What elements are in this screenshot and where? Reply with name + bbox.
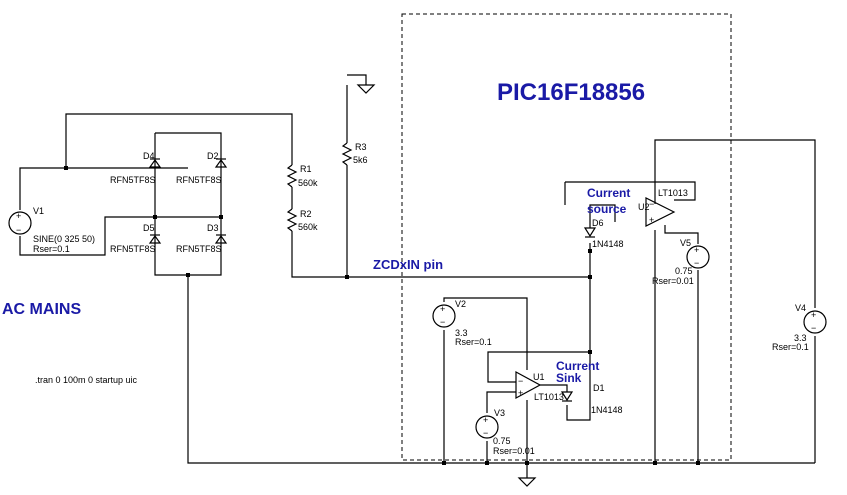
net-label-zcd: ZCDxIN pin [373, 257, 443, 272]
opamp-u1: − + [515, 370, 542, 400]
d4-name: D4 [143, 151, 155, 161]
d5-name: D5 [143, 223, 155, 233]
resistor-r3 [341, 142, 353, 166]
source-v3: + − [475, 415, 499, 439]
r2-name: R2 [300, 209, 312, 219]
d6-value: 1N4148 [592, 239, 624, 249]
v4-name: V4 [795, 303, 806, 313]
diode-d1 [560, 391, 574, 402]
v3-value: 0.75 [493, 436, 511, 446]
d3-name: D3 [207, 223, 219, 233]
d4-value: RFN5TF8S [110, 175, 156, 185]
opamp-u2: − + [645, 197, 676, 227]
r1-name: R1 [300, 164, 312, 174]
diode-d4 [148, 158, 162, 168]
d2-name: D2 [207, 151, 219, 161]
mains-label: AC MAINS [2, 301, 81, 318]
source-v5: + − [686, 245, 710, 269]
r1-value: 560k [298, 178, 318, 188]
v4-rser: Rser=0.1 [772, 342, 809, 352]
v4-value: 3.3 [794, 333, 807, 343]
ground-symbol-bottom [517, 477, 537, 487]
v1-name: V1 [33, 206, 44, 216]
junction-dots [64, 166, 700, 465]
current-sink-label-1: Current [556, 359, 599, 373]
r2-value: 560k [298, 222, 318, 232]
pic-boundary [401, 13, 732, 461]
diode-d5 [148, 234, 162, 244]
svg-text:+: + [16, 211, 21, 221]
v2-value: 3.3 [455, 328, 468, 338]
svg-text:+: + [483, 415, 488, 425]
current-source-label-2: source [587, 202, 627, 216]
spice-directive: .tran 0 100m 0 startup uic [35, 375, 138, 385]
r3-name: R3 [355, 142, 367, 152]
current-sink-label-2: Sink [556, 371, 582, 385]
svg-text:+: + [811, 310, 816, 320]
r3-value: 5k6 [353, 155, 368, 165]
svg-text:−: − [16, 225, 21, 235]
d1-name: D1 [593, 383, 605, 393]
u2-name: U2 [638, 202, 650, 212]
v3-name: V3 [494, 408, 505, 418]
v2-rser: Rser=0.1 [455, 337, 492, 347]
svg-text:−: − [694, 258, 699, 268]
u1-name: U1 [533, 372, 545, 382]
svg-text:−: − [649, 199, 654, 209]
source-v1: + − [8, 211, 32, 235]
ground-symbol-top [356, 84, 376, 94]
v1-rser: Rser=0.1 [33, 244, 70, 254]
resistor-r1 [286, 164, 298, 188]
v3-rser: Rser=0.01 [493, 446, 535, 456]
svg-text:−: − [811, 323, 816, 333]
diode-d6 [583, 218, 597, 238]
source-v4: + − [803, 310, 827, 334]
u1-value: LT1013 [534, 392, 564, 402]
d5-value: RFN5TF8S [110, 244, 156, 254]
resistor-r2 [286, 208, 298, 232]
svg-text:+: + [649, 215, 654, 225]
svg-text:+: + [694, 245, 699, 255]
u2-value: LT1013 [658, 188, 688, 198]
d2-value: RFN5TF8S [176, 175, 222, 185]
source-v2: + − [432, 304, 456, 328]
chip-title: PIC16F18856 [497, 79, 645, 106]
v5-name: V5 [680, 238, 691, 248]
diode-d3 [214, 234, 228, 244]
v5-value: 0.75 [675, 266, 693, 276]
wires [19, 74, 816, 478]
d3-value: RFN5TF8S [176, 244, 222, 254]
v1-value: SINE(0 325 50) [33, 234, 95, 244]
svg-text:+: + [518, 388, 523, 398]
d6-name: D6 [592, 218, 604, 228]
current-source-label-1: Current [587, 186, 630, 200]
v5-rser: Rser=0.01 [652, 276, 694, 286]
v2-name: V2 [455, 299, 466, 309]
svg-text:+: + [440, 304, 445, 314]
svg-text:−: − [483, 428, 488, 438]
svg-text:−: − [518, 376, 523, 386]
svg-text:−: − [440, 317, 445, 327]
diode-d2 [214, 158, 228, 168]
d1-value: 1N4148 [591, 405, 623, 415]
